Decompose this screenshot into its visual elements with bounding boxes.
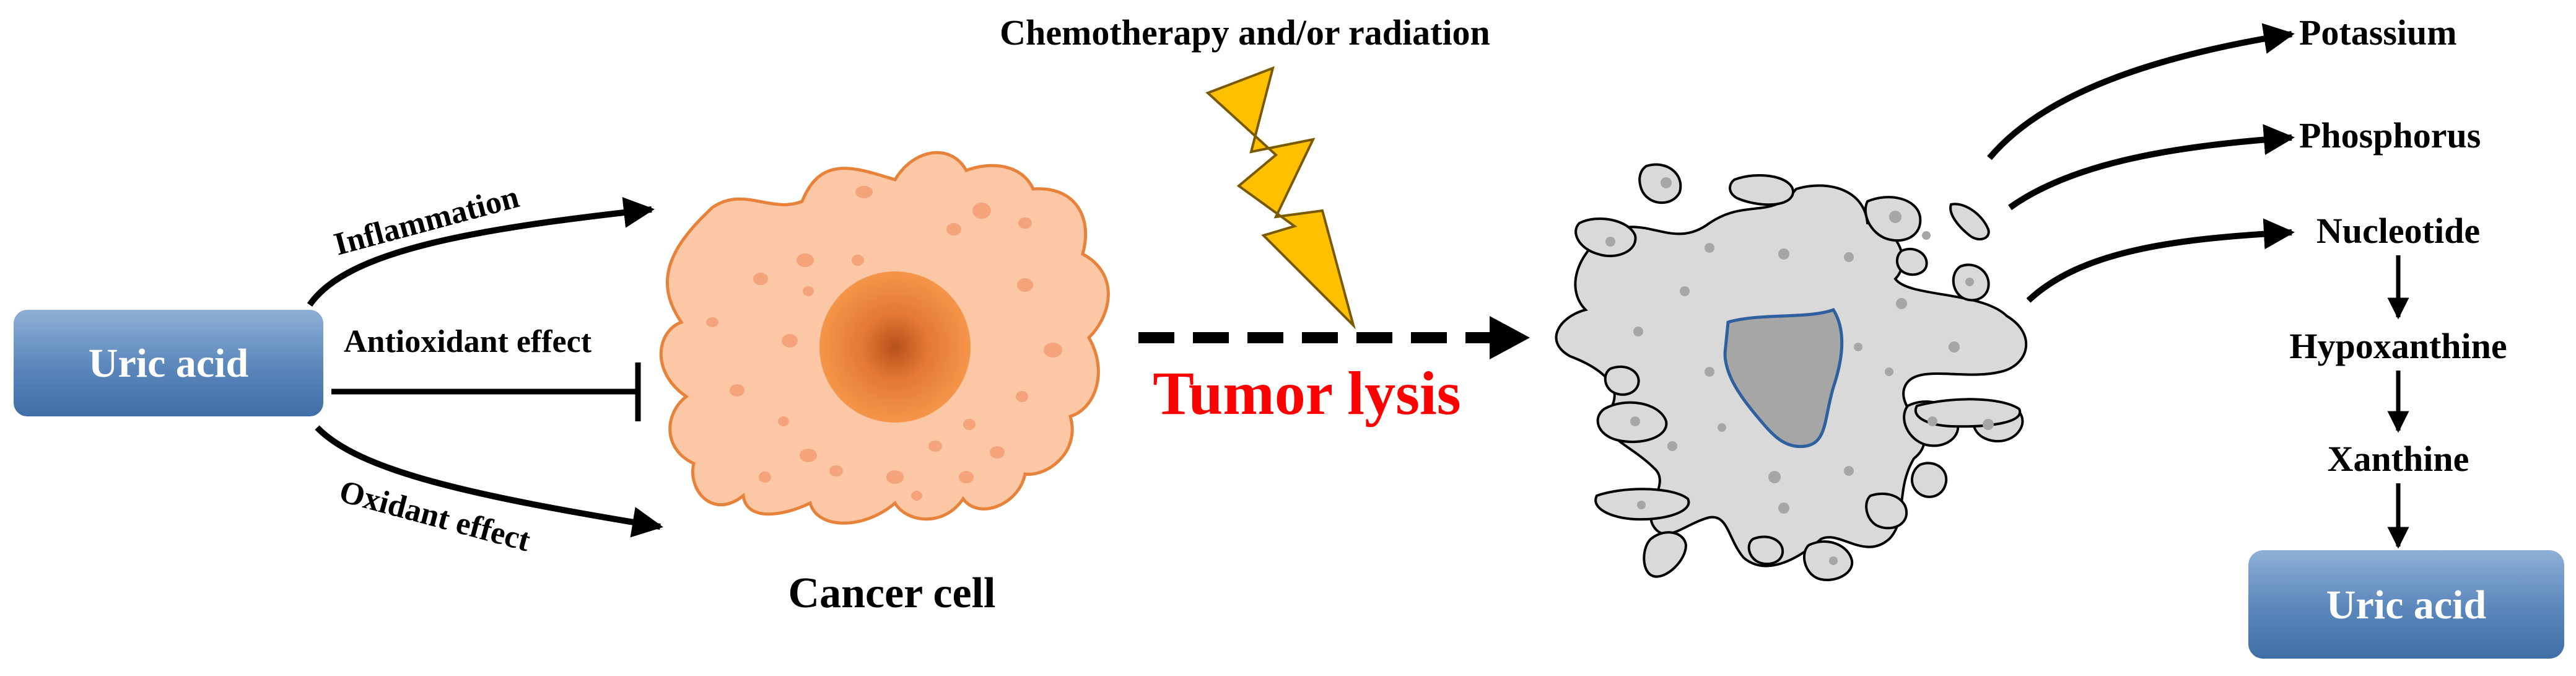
inflammation-label: Inflammation xyxy=(330,179,523,262)
hypoxanthine-label: Hypoxanthine xyxy=(2289,326,2507,366)
potassium-label: Potassium xyxy=(2299,12,2457,53)
uric-acid-label-left: Uric acid xyxy=(89,341,248,386)
cancer-cell-nucleus xyxy=(819,271,971,423)
lightning-bolt-icon xyxy=(1205,66,1356,330)
lysed-cell-granules xyxy=(1605,177,1994,565)
lysed-cell xyxy=(1555,163,2028,581)
nucleotide-label: Nucleotide xyxy=(2316,211,2480,251)
potassium-arrow xyxy=(1987,23,2295,160)
treatment-label: Chemotherapy and/or radiation xyxy=(1000,12,1490,53)
uric-acid-box-left: Uric acid xyxy=(14,310,323,416)
nucleotide-arrow xyxy=(2026,218,2295,303)
xanthine-label: Xanthine xyxy=(2328,439,2469,479)
lysed-cell-fragments xyxy=(1574,163,2024,581)
phosphorus-label: Phosphorus xyxy=(2299,115,2481,156)
tumor-lysis-label: Tumor lysis xyxy=(1153,359,1460,428)
antioxidant-label: Antioxidant effect xyxy=(344,324,592,359)
oxidant-label: Oxidant effect xyxy=(336,474,535,559)
uric-acid-label-right: Uric acid xyxy=(2326,582,2486,628)
cancer-cell-label: Cancer cell xyxy=(788,569,996,617)
uric-acid-box-right: Uric acid xyxy=(2248,550,2564,659)
inflammation-arrow xyxy=(307,197,655,307)
cancer-cell-granules xyxy=(706,186,1062,501)
tumor-lysis-arrowhead xyxy=(1490,316,1530,359)
oxidant-arrow xyxy=(315,425,663,538)
cancer-cell xyxy=(659,151,1110,525)
lysed-cell-nucleus xyxy=(1723,307,1844,449)
phosphorus-arrow xyxy=(2008,124,2295,211)
